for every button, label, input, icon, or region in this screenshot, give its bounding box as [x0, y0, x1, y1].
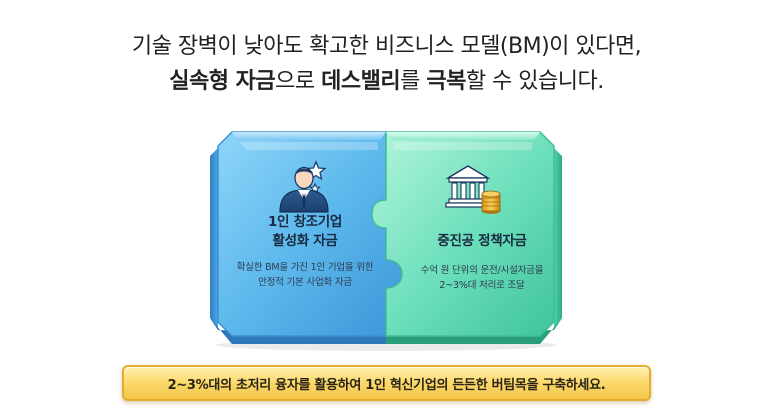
banner-text: 2~3%대의 초저리 융자를 활용하여 1인 혁신기업의 든든한 버팀목을 구축…: [167, 377, 606, 393]
left-piece-bottom: [210, 318, 394, 344]
right-card-title: 중진공 정책자금: [437, 233, 527, 249]
left-card-title-line1: 1인 창조기업: [267, 214, 343, 230]
headline-normal-1: 으로: [275, 69, 322, 94]
right-puzzle-piece: [371, 131, 562, 344]
businessman-with-stars-icon: [279, 160, 329, 213]
right-piece-top-bevel: [386, 132, 540, 140]
headline-normal-3: 할 수 있습니다.: [465, 69, 604, 94]
left-card-desc-line1: 확실한 BM을 가진 1인 기업을 위한: [236, 262, 374, 273]
left-card-description: 확실한 BM을 가진 1인 기업을 위한 안정적 기본 사업화 자금: [225, 260, 385, 290]
right-card-desc-line1: 수억 원 단위의 운전/시설자금을: [420, 265, 544, 276]
headline-line1: 기술 장벽이 낮아도 확고한 비즈니스 모델(BM)이 있다면,: [131, 34, 642, 59]
bank-with-coins-icon: [445, 165, 501, 214]
left-card-title-line2: 활성화 자금: [272, 233, 338, 249]
headline-bold-1: 실속형 자금: [169, 69, 276, 94]
right-card-description: 수억 원 단위의 운전/시설자금을 2~3%대 저리로 조달: [402, 263, 562, 293]
right-card: 중진공 정책자금 수억 원 단위의 운전/시설자금을 2~3%대 저리로 조달: [402, 232, 562, 293]
coin-stack-icon: [481, 190, 501, 214]
right-piece-face: [371, 131, 555, 337]
left-card-desc-line2: 안정적 기본 사업화 자금: [258, 277, 352, 288]
headline-normal-2: 를: [400, 69, 427, 94]
right-piece-bottom: [386, 318, 562, 344]
left-piece-highlight: [240, 142, 378, 150]
headline-bold-2: 데스밸리: [321, 69, 401, 94]
bottom-banner: 2~3%대의 초저리 융자를 활용하여 1인 혁신기업의 든든한 버팀목을 구축…: [122, 365, 651, 401]
left-piece-side: [210, 148, 218, 330]
headline: 기술 장벽이 낮아도 확고한 비즈니스 모델(BM)이 있다면, 실속형 자금으…: [0, 30, 773, 100]
left-piece-top-bevel: [232, 132, 386, 140]
right-piece-highlight: [394, 142, 532, 150]
right-card-desc-line2: 2~3%대 저리로 조달: [439, 280, 525, 291]
right-piece-side: [554, 148, 562, 330]
headline-bold-3: 극복: [426, 69, 466, 94]
left-card: 1인 창조기업 활성화 자금 확실한 BM을 가진 1인 기업을 위한 안정적 …: [225, 213, 385, 290]
left-puzzle-piece: [210, 131, 403, 344]
headline-line2: 실속형 자금으로 데스밸리를 극복할 수 있습니다.: [0, 64, 773, 100]
